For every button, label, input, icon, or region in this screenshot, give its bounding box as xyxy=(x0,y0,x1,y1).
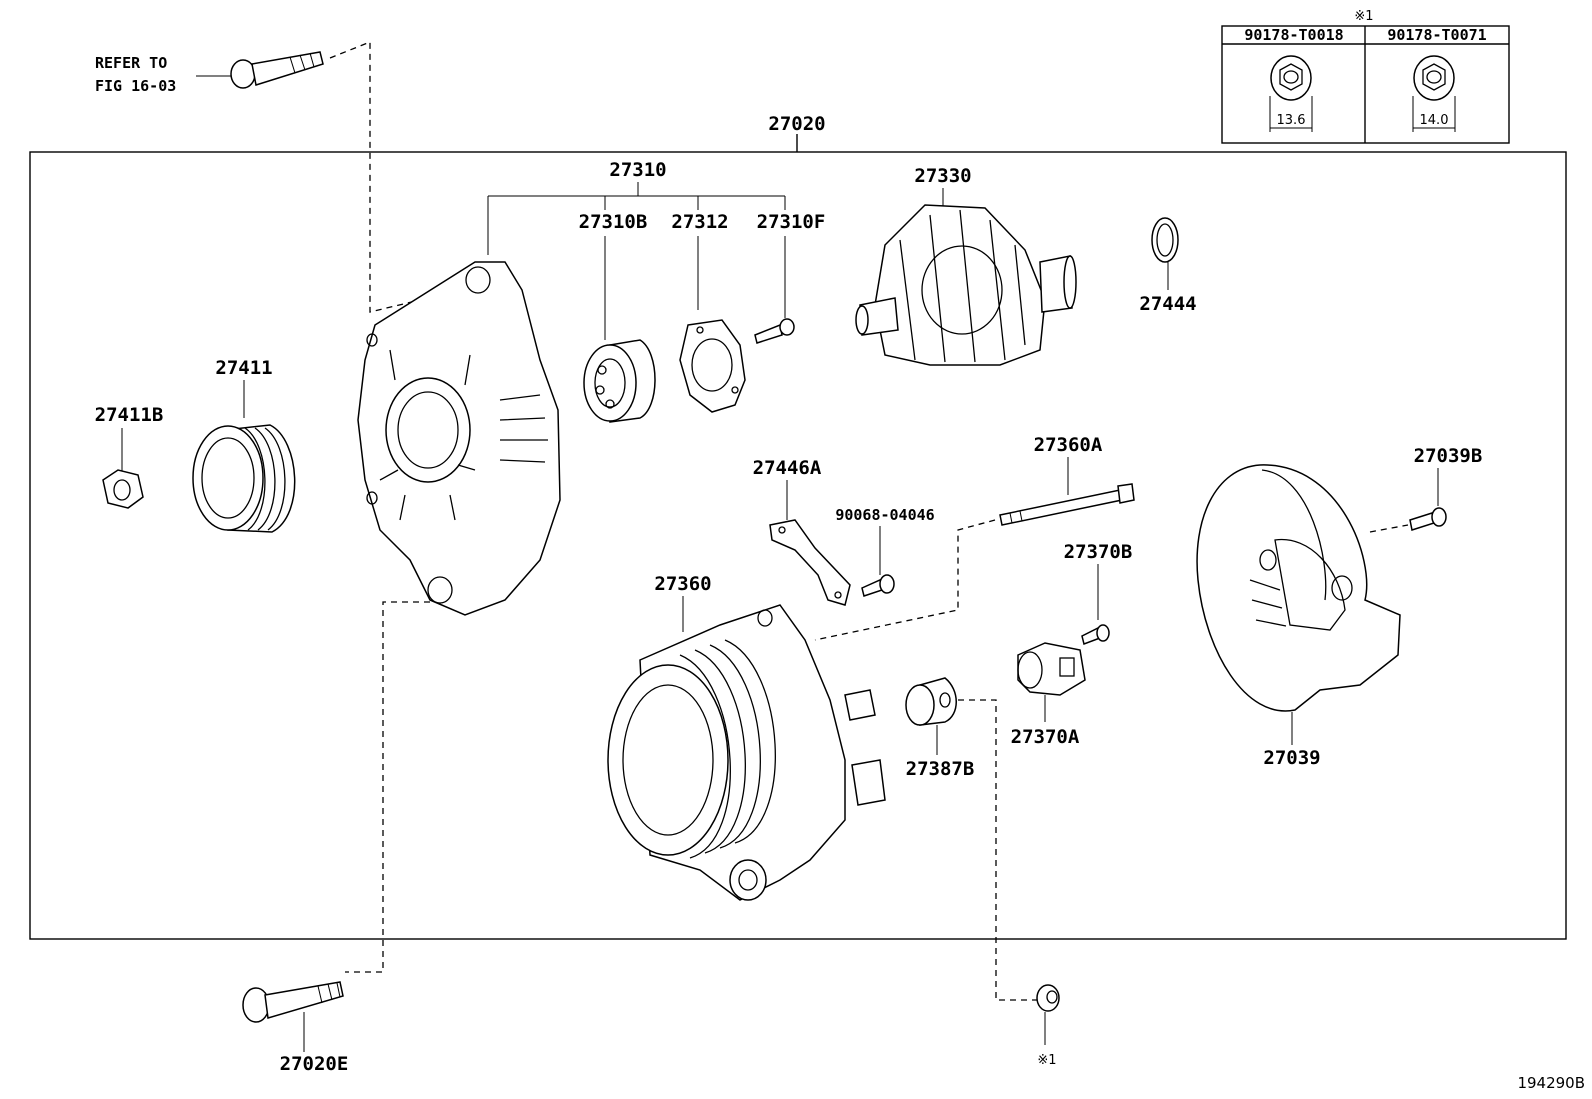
terminal-insulator-icon xyxy=(905,677,957,726)
through-bolt-icon xyxy=(999,483,1135,526)
rear-end-cover-icon xyxy=(1196,464,1401,712)
bearing-icon xyxy=(583,339,656,423)
washer-icon xyxy=(1151,217,1179,263)
label-27360A[interactable]: 27360A xyxy=(1034,434,1103,456)
assembly-frame xyxy=(29,151,1567,940)
cap-nut-icon xyxy=(1036,984,1060,1012)
small-screw-icon xyxy=(1409,507,1447,531)
table-dim-1: 13.6 xyxy=(1277,113,1306,128)
label-27310[interactable]: 27310 xyxy=(609,159,666,181)
hex-nut-icon xyxy=(102,469,144,509)
small-screw-icon xyxy=(861,574,895,597)
retainer-plate-icon xyxy=(679,319,746,413)
label-27387B[interactable]: 27387B xyxy=(906,758,975,780)
cap-nut-icon: 14.0 xyxy=(1412,55,1456,132)
table-dim-2: 14.0 xyxy=(1420,113,1449,128)
label-mark1[interactable]: ※1 xyxy=(1037,1053,1056,1068)
table-part-2[interactable]: 90178-T0071 xyxy=(1387,26,1486,44)
table-mark: ※1 xyxy=(1354,9,1373,24)
label-27310B[interactable]: 27310B xyxy=(579,211,648,233)
drive-end-frame-icon xyxy=(357,261,561,616)
label-27310F[interactable]: 27310F xyxy=(757,211,826,233)
label-27360[interactable]: 27360 xyxy=(654,573,711,595)
label-27039B[interactable]: 27039B xyxy=(1414,445,1483,467)
terminal-bracket-icon xyxy=(769,519,851,606)
small-screw-icon xyxy=(1081,624,1110,645)
label-27020[interactable]: 27020 xyxy=(768,113,825,135)
rotor-icon xyxy=(855,204,1077,366)
refer-note-line2[interactable]: FIG 16-03 xyxy=(95,77,176,95)
label-27446A[interactable]: 27446A xyxy=(753,457,822,479)
label-27370B[interactable]: 27370B xyxy=(1064,541,1133,563)
table-part-1[interactable]: 90178-T0018 xyxy=(1244,26,1343,44)
label-27411B[interactable]: 27411B xyxy=(95,404,164,426)
rectifier-end-frame-icon xyxy=(607,604,886,901)
small-screw-icon xyxy=(754,318,795,344)
top-bolt-icon xyxy=(230,51,324,89)
label-27370A[interactable]: 27370A xyxy=(1011,726,1080,748)
label-27020E[interactable]: 27020E xyxy=(280,1053,349,1075)
brush-holder-icon xyxy=(1017,642,1086,696)
label-27411[interactable]: 27411 xyxy=(215,357,272,379)
refer-note-line1[interactable]: REFER TO xyxy=(95,54,167,72)
label-90068[interactable]: 90068-04046 xyxy=(835,506,934,524)
figure-code: 194290B xyxy=(1517,1074,1585,1092)
label-27039[interactable]: 27039 xyxy=(1263,747,1320,769)
label-27330[interactable]: 27330 xyxy=(914,165,971,187)
mounting-bolt-icon xyxy=(242,981,344,1023)
label-27312[interactable]: 27312 xyxy=(671,211,728,233)
cap-nut-icon: 13.6 xyxy=(1269,55,1313,132)
label-27444[interactable]: 27444 xyxy=(1139,293,1196,315)
spec-table: ※1 90178-T0018 90178-T0071 13.6 14.0 xyxy=(1221,9,1510,144)
pulley-icon xyxy=(192,424,296,533)
